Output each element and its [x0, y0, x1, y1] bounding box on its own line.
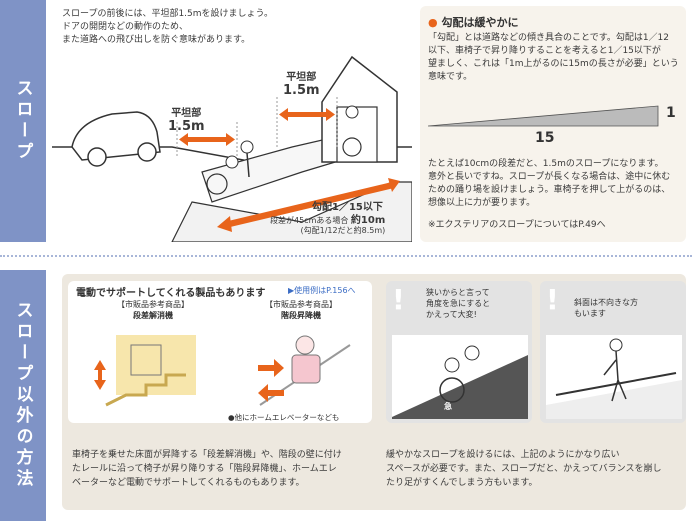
- intro-line: スロープの前後には、平坦部1.5mを設けましょう。: [62, 9, 274, 19]
- slope-illustration: [52, 55, 412, 242]
- electric-title: 電動でサポートしてくれる製品もあります: [76, 288, 266, 299]
- slope-intro: スロープの前後には、平坦部1.5mを設けましょう。 ドアの開閉などの動作のため、…: [62, 8, 273, 47]
- electric-products-panel: 電動でサポートしてくれる製品もあります ▶使用例はP.156へ 【市販品参考商品…: [68, 281, 372, 423]
- steep-bubble: 狭いからと言って 角度を急にすると かえって大変!: [426, 287, 490, 320]
- body-line: 緩やかなスロープを設けるには、上記のようにかなり広い: [386, 450, 620, 460]
- section-tab-other-methods: スロープ以外の方法: [0, 270, 46, 521]
- step-lift-illustration: [94, 335, 196, 407]
- exclamation-icon: !: [392, 283, 405, 316]
- body-line: たとえば10cmの段差だと、1.5mのスロープになります。: [428, 159, 664, 169]
- gradient-title-text: 勾配は緩やかに: [441, 16, 519, 29]
- gradient-box-title: ● 勾配は緩やかに: [428, 14, 518, 30]
- product-card-stairlift: 【市販品参考商品】 階段昇降機: [256, 299, 346, 321]
- gradient-rise: 1: [666, 105, 676, 121]
- bullet-icon: ●: [428, 16, 438, 29]
- gradient-run: 15: [535, 130, 555, 146]
- flat-label-text: 平坦部: [171, 108, 202, 119]
- height-note-length: 約10m: [350, 215, 386, 226]
- body-line: 以下、車椅子で昇り降りすることを考えると1／15以下が: [428, 46, 661, 56]
- height-note-alt: (勾配1/12だと約8.5m): [300, 226, 386, 235]
- steep-slope-card: ! 狭いからと言って 角度を急にすると かえって大変! 急: [386, 281, 532, 423]
- steep-slope-illustration: [392, 335, 528, 419]
- flat-value: 1.5m: [168, 119, 205, 134]
- section-label: スロープ: [12, 79, 33, 163]
- flat-label: 平坦部 1.5m: [168, 107, 205, 133]
- body-line: ベーターなど電動でサポートしてくれるものもあります。: [72, 478, 305, 488]
- body-line: 「勾配」とは道路などの傾き具合のことです。勾配は1／12: [428, 33, 670, 43]
- usage-example-link[interactable]: ▶使用例はP.156へ: [288, 286, 356, 295]
- product-card-lift: 【市販品参考商品】 段差解消機: [108, 299, 198, 321]
- body-line: 想像以上に力が要ります。: [428, 198, 536, 208]
- car-icon: [71, 111, 161, 167]
- gradient-caption: 勾配1／15以下: [312, 202, 383, 213]
- stairlift-illustration: [258, 335, 351, 406]
- height-note: 段差が45cmある場合 約10m (勾配1/12だと約8.5m): [270, 216, 385, 236]
- flat-span-arrow: [179, 133, 235, 146]
- body-line: スペースが必要です。また、スロープだと、かえってバランスを崩し: [386, 464, 662, 474]
- exclamation-icon: !: [546, 283, 559, 316]
- body-line: 望ましく、これは「1m上がるのに15mの長さが必要」という: [428, 59, 679, 69]
- flat-label: 平坦部 1.5m: [283, 71, 320, 97]
- flat-value: 1.5m: [283, 83, 320, 98]
- bubble-line: かえって大変!: [426, 310, 477, 319]
- intro-line: また道路への飛び出しを防ぐ意味があります。: [62, 35, 251, 45]
- product-name: 段差解消機: [133, 311, 173, 320]
- body-line: たり足がすくんでしまう方もいます。: [386, 478, 538, 488]
- warning-body: 緩やかなスロープを設けるには、上記のようにかなり広い スペースが必要です。また、…: [386, 448, 686, 490]
- body-line: ための踊り場を設けましょう。車椅子を押して上がるのは、: [428, 185, 671, 195]
- bubble-line: 斜面は不向きな方: [574, 298, 638, 307]
- body-line: 車椅子を乗せた床面が昇降する「段差解消機」や、階段の壁に付け: [72, 450, 342, 460]
- section-label: スロープ以外の方法: [12, 301, 33, 490]
- flat-label-text: 平坦部: [286, 72, 317, 83]
- flat-span-arrow: [279, 108, 335, 121]
- unsuitable-slope-card: ! 斜面は不向きな方 もいます: [540, 281, 686, 423]
- wheelchair-person-icon: [206, 140, 254, 195]
- body-line: たレールに沿って椅子が昇り降りする「階段昇降機」、ホームエレ: [72, 464, 337, 474]
- exterior-reference: ※エクステリアのスロープについてはP.49へ: [428, 220, 606, 230]
- house-icon: [321, 55, 398, 163]
- product-name: 階段昇降機: [281, 311, 321, 320]
- section-divider: [0, 255, 692, 257]
- body-line: 意外と長いですね。スロープが長くなる場合は、途中に休む: [428, 172, 671, 182]
- gradient-info-box: ● 勾配は緩やかに 「勾配」とは道路などの傾き具合のことです。勾配は1／12 以…: [420, 6, 686, 242]
- slope-length-arrow: [217, 178, 400, 232]
- elderly-walker-illustration: [546, 335, 682, 419]
- height-note-text: 段差が45cmある場合: [270, 216, 349, 225]
- bubble-line: 角度を急にすると: [426, 299, 491, 308]
- gradient-body-2: たとえば10cmの段差だと、1.5mのスロープになります。 意外と長いですね。ス…: [428, 158, 682, 210]
- body-line: 意味です。: [428, 72, 473, 82]
- unsuitable-bubble: 斜面は不向きな方 もいます: [574, 297, 638, 319]
- wheelchair-person-icon: [342, 105, 362, 157]
- gradient-body: 「勾配」とは道路などの傾き具合のことです。勾配は1／12 以下、車椅子で昇り降り…: [428, 32, 682, 84]
- product-tag: 【市販品参考商品】: [117, 300, 189, 309]
- bubble-line: もいます: [574, 309, 606, 318]
- section-tab-slope: スロープ: [0, 0, 46, 242]
- gradient-diagram: [428, 105, 659, 127]
- steep-mark: 急: [444, 402, 452, 411]
- electric-body: 車椅子を乗せた床面が昇降する「段差解消機」や、階段の壁に付け たレールに沿って椅…: [72, 448, 372, 490]
- bubble-line: 狭いからと言って: [426, 288, 490, 297]
- intro-line: ドアの開閉などの動作のため、: [62, 22, 189, 32]
- product-tag: 【市販品参考商品】: [265, 300, 337, 309]
- home-elevator-note: ●他にホームエレベーターなども: [228, 413, 340, 422]
